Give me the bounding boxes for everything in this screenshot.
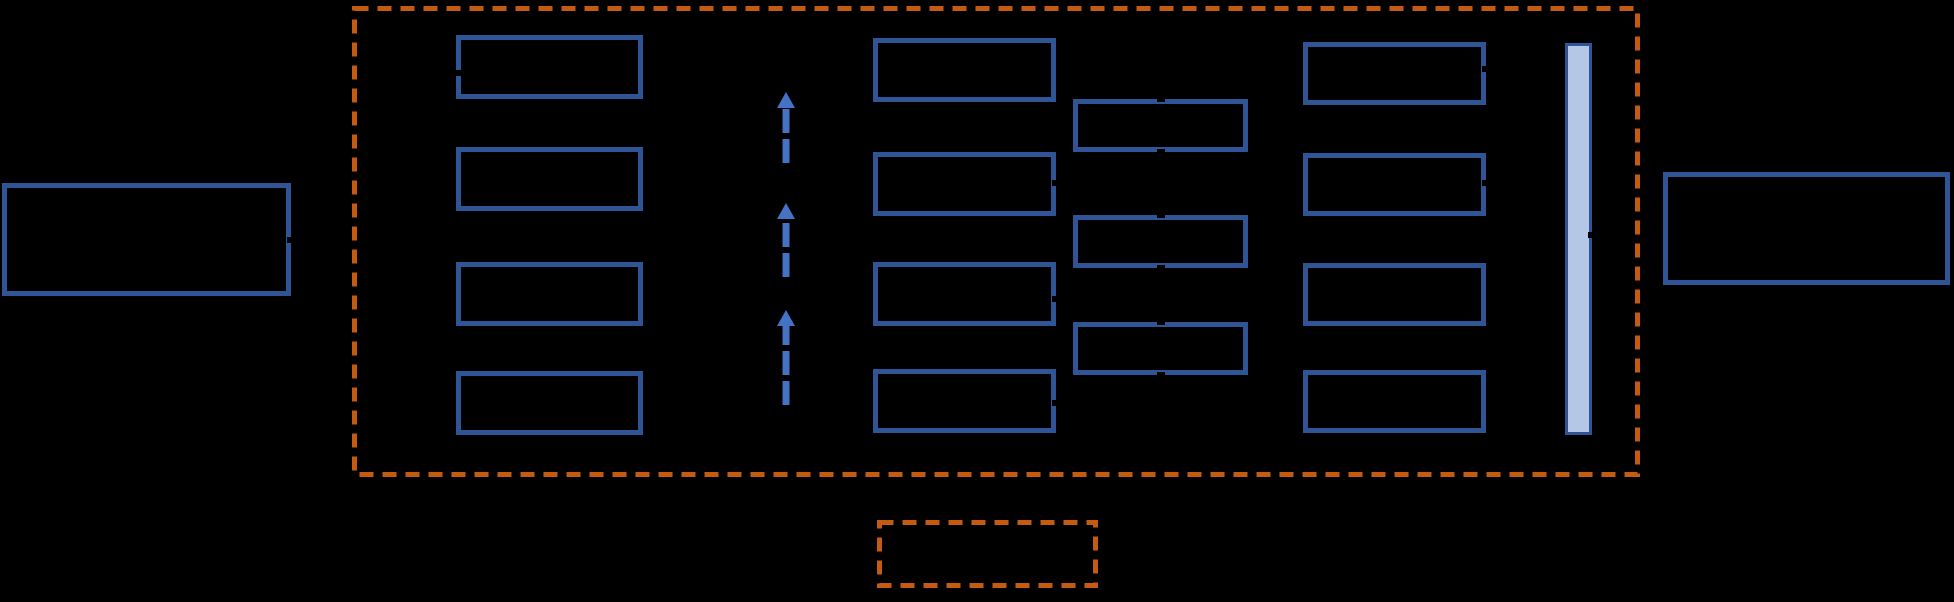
column-3-offset-box-3 (1073, 322, 1248, 375)
column-4-box-2 (1303, 153, 1486, 216)
column-4-box-4 (1303, 370, 1486, 433)
up-arrow-icon (777, 203, 795, 277)
column-3-offset-box-2 (1073, 215, 1248, 268)
connector-nub (1482, 180, 1490, 186)
up-arrow-icon (777, 92, 795, 163)
column-2-box-1 (873, 38, 1056, 102)
column-4-box-1 (1303, 42, 1486, 105)
connector-nub (1157, 96, 1165, 102)
connector-nub (1157, 372, 1165, 378)
connector-nub (1052, 180, 1060, 186)
connector-nub (453, 70, 461, 76)
connector-nub (1482, 66, 1490, 72)
connector-nub (1157, 149, 1165, 155)
column-1-box-4 (456, 371, 643, 435)
connector-nub (287, 237, 295, 243)
connector-nub (1157, 265, 1165, 271)
column-1-box-1 (456, 35, 643, 99)
column-4-box-3 (1303, 263, 1486, 326)
column-1-box-2 (456, 147, 643, 211)
connector-nub (1157, 212, 1165, 218)
vertical-bar (1565, 43, 1592, 435)
connector-nub (1052, 400, 1060, 406)
column-1-box-3 (456, 262, 643, 326)
up-arrow-icon (777, 310, 795, 405)
connector-nub (1157, 319, 1165, 325)
connector-nub (1588, 232, 1596, 238)
column-2-box-2 (873, 152, 1056, 216)
bottom-dashed-legend-outline (877, 520, 1098, 588)
left-input-box (2, 183, 291, 296)
connector-nub (1052, 296, 1060, 302)
column-2-box-4 (873, 369, 1056, 433)
right-output-box (1663, 172, 1950, 285)
column-2-box-3 (873, 262, 1056, 326)
column-3-offset-box-1 (1073, 99, 1248, 152)
